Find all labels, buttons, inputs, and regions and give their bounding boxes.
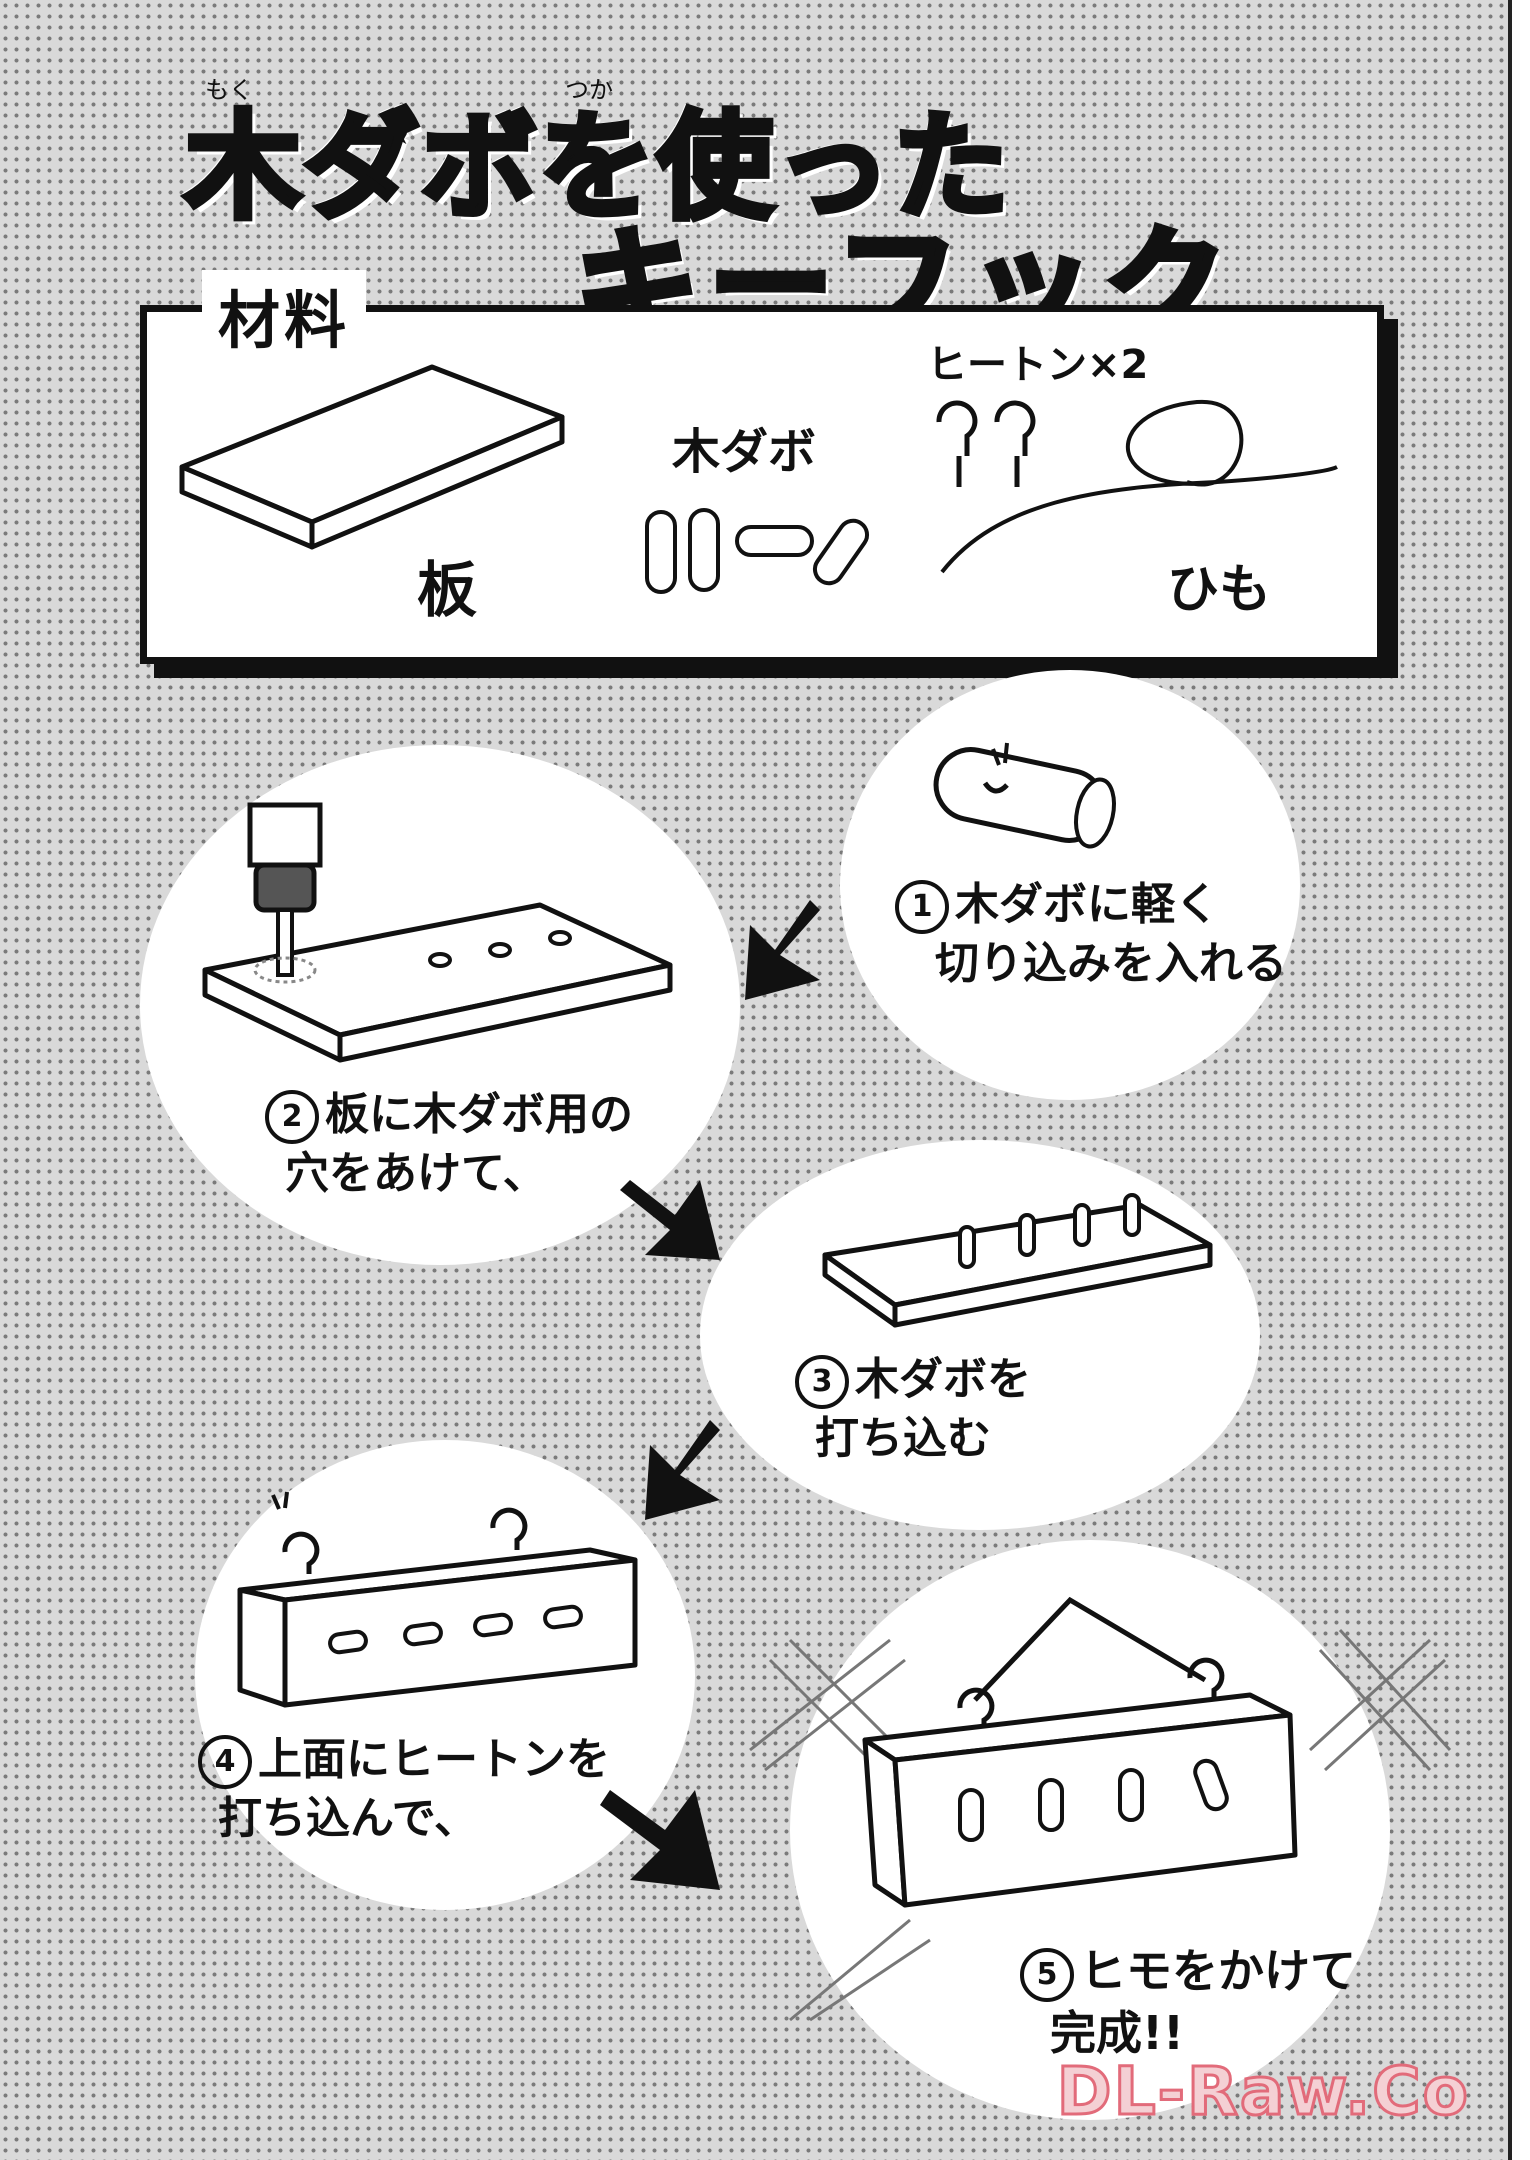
board-with-dowels-illustration: [822, 1193, 1213, 1328]
arrow-3-to-4-icon: [645, 1420, 720, 1520]
arrow-1-to-2-icon: [745, 900, 820, 1000]
step-1-line1: 木ダボに軽く: [955, 879, 1219, 930]
step-4-line1: 上面にヒートンを: [258, 1734, 610, 1785]
board-label: 板: [417, 556, 477, 626]
title-ruby-moku: もく: [205, 76, 253, 104]
board-illustration: [179, 364, 565, 550]
sparkle-lines-decoration: [749, 1628, 1452, 2022]
page-edge: [1508, 0, 1530, 2160]
step-2-number: 2: [265, 1090, 319, 1144]
board-with-hooks-illustration: [237, 1491, 638, 1708]
step-2-line1: 板に木ダボ用の: [325, 1089, 633, 1140]
step-3-number: 3: [795, 1355, 849, 1409]
drilling-illustration: [202, 802, 673, 1063]
title-line1: 木ダボを使った: [182, 100, 1012, 235]
step-1-line2: 切り込みを入れる: [935, 938, 1287, 990]
materials-panel: 材料 板 木ダボ ヒートン×2 ひも: [140, 270, 1384, 664]
string-illustration: [940, 399, 1338, 574]
step-3-line1: 木ダボを: [855, 1354, 1031, 1405]
dowel-label: 木ダボ: [672, 424, 817, 480]
title-ruby-tsuka: つか: [565, 76, 613, 104]
finished-key-hook-illustration: [862, 1596, 1298, 1908]
string-label: ひも: [1167, 560, 1272, 620]
step-2-line2: 穴をあけて、: [285, 1148, 547, 1200]
step-5-line1: ヒモをかけて: [1080, 1944, 1356, 1998]
step-4-line2: 打ち込んで、: [218, 1793, 479, 1845]
step-4-number: 4: [198, 1735, 252, 1789]
dowel-cut-illustration: [933, 742, 1116, 849]
step-1-number: 1: [895, 880, 949, 934]
arrow-2-to-3-icon: [620, 1180, 720, 1260]
watermark: DL-Raw.Co: [1055, 2052, 1470, 2132]
materials-heading: 材料: [202, 270, 367, 360]
arrow-4-to-5-icon: [600, 1790, 720, 1890]
eye-hook-label: ヒートン×2: [927, 342, 1149, 388]
dowel-illustration: [645, 508, 870, 594]
step-3-line2: 打ち込む: [815, 1413, 991, 1465]
eye-hook-icon: [936, 400, 1036, 487]
step-5-line2: 完成!!: [1050, 2006, 1184, 2061]
step-5-number: 5: [1020, 1947, 1074, 2002]
